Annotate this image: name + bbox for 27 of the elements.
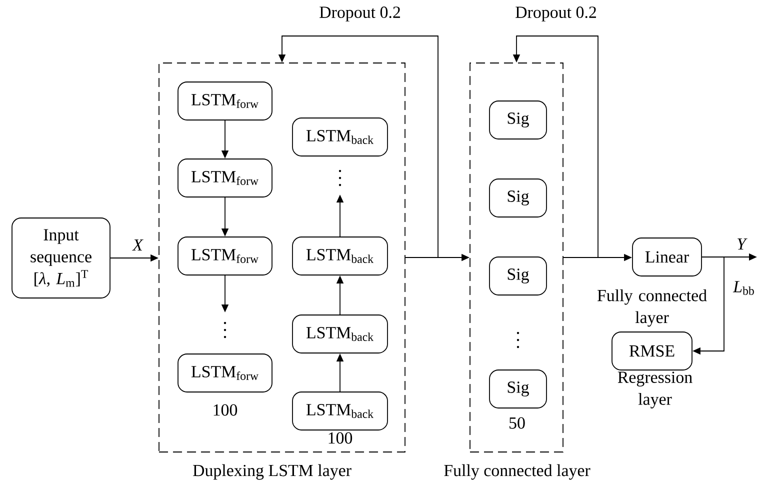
input-box: Input sequence [λ, L$_{m}$]$^{T}$ xyxy=(12,218,110,298)
process-box: RMSE xyxy=(612,332,692,370)
unit-count: 100 xyxy=(328,432,352,444)
layer-caption: Regression layer xyxy=(618,372,692,408)
lstm-box: LSTM$_{back}$ xyxy=(292,314,388,354)
edge-label: Dropout 0.2 xyxy=(514,6,598,22)
lstm-box: LSTM$_{back}$ xyxy=(292,118,388,156)
edge-label: X xyxy=(132,238,144,252)
node-label: Duplexing LSTM layer xyxy=(193,464,352,480)
sig-box: Sig xyxy=(489,256,547,296)
lstm-box: LSTM$_{back}$ xyxy=(292,392,388,430)
unit-count: 50 xyxy=(510,417,525,429)
output-label: L$_{bb}$ xyxy=(732,281,754,295)
edge-label: Dropout 0.2 xyxy=(318,6,402,22)
lstm-box: LSTM$_{back}$ xyxy=(292,236,388,276)
layer-caption: Fully connected layer xyxy=(597,289,707,327)
lstm-box: LSTM$_{forw}$ xyxy=(178,82,272,120)
lstm-box: LSTM$_{forw}$ xyxy=(178,158,272,198)
lstm-box: LSTM$_{forw}$ xyxy=(178,354,272,392)
process-box: Linear xyxy=(632,238,702,276)
node-label: Fully connected layer xyxy=(444,464,590,480)
sig-box: Sig xyxy=(489,100,547,140)
unit-count: 100 xyxy=(214,404,238,416)
sig-box: Sig xyxy=(489,370,547,408)
lstm-box: LSTM$_{forw}$ xyxy=(178,236,272,276)
sig-box: Sig xyxy=(489,178,547,218)
edge-label: Y xyxy=(736,237,748,251)
